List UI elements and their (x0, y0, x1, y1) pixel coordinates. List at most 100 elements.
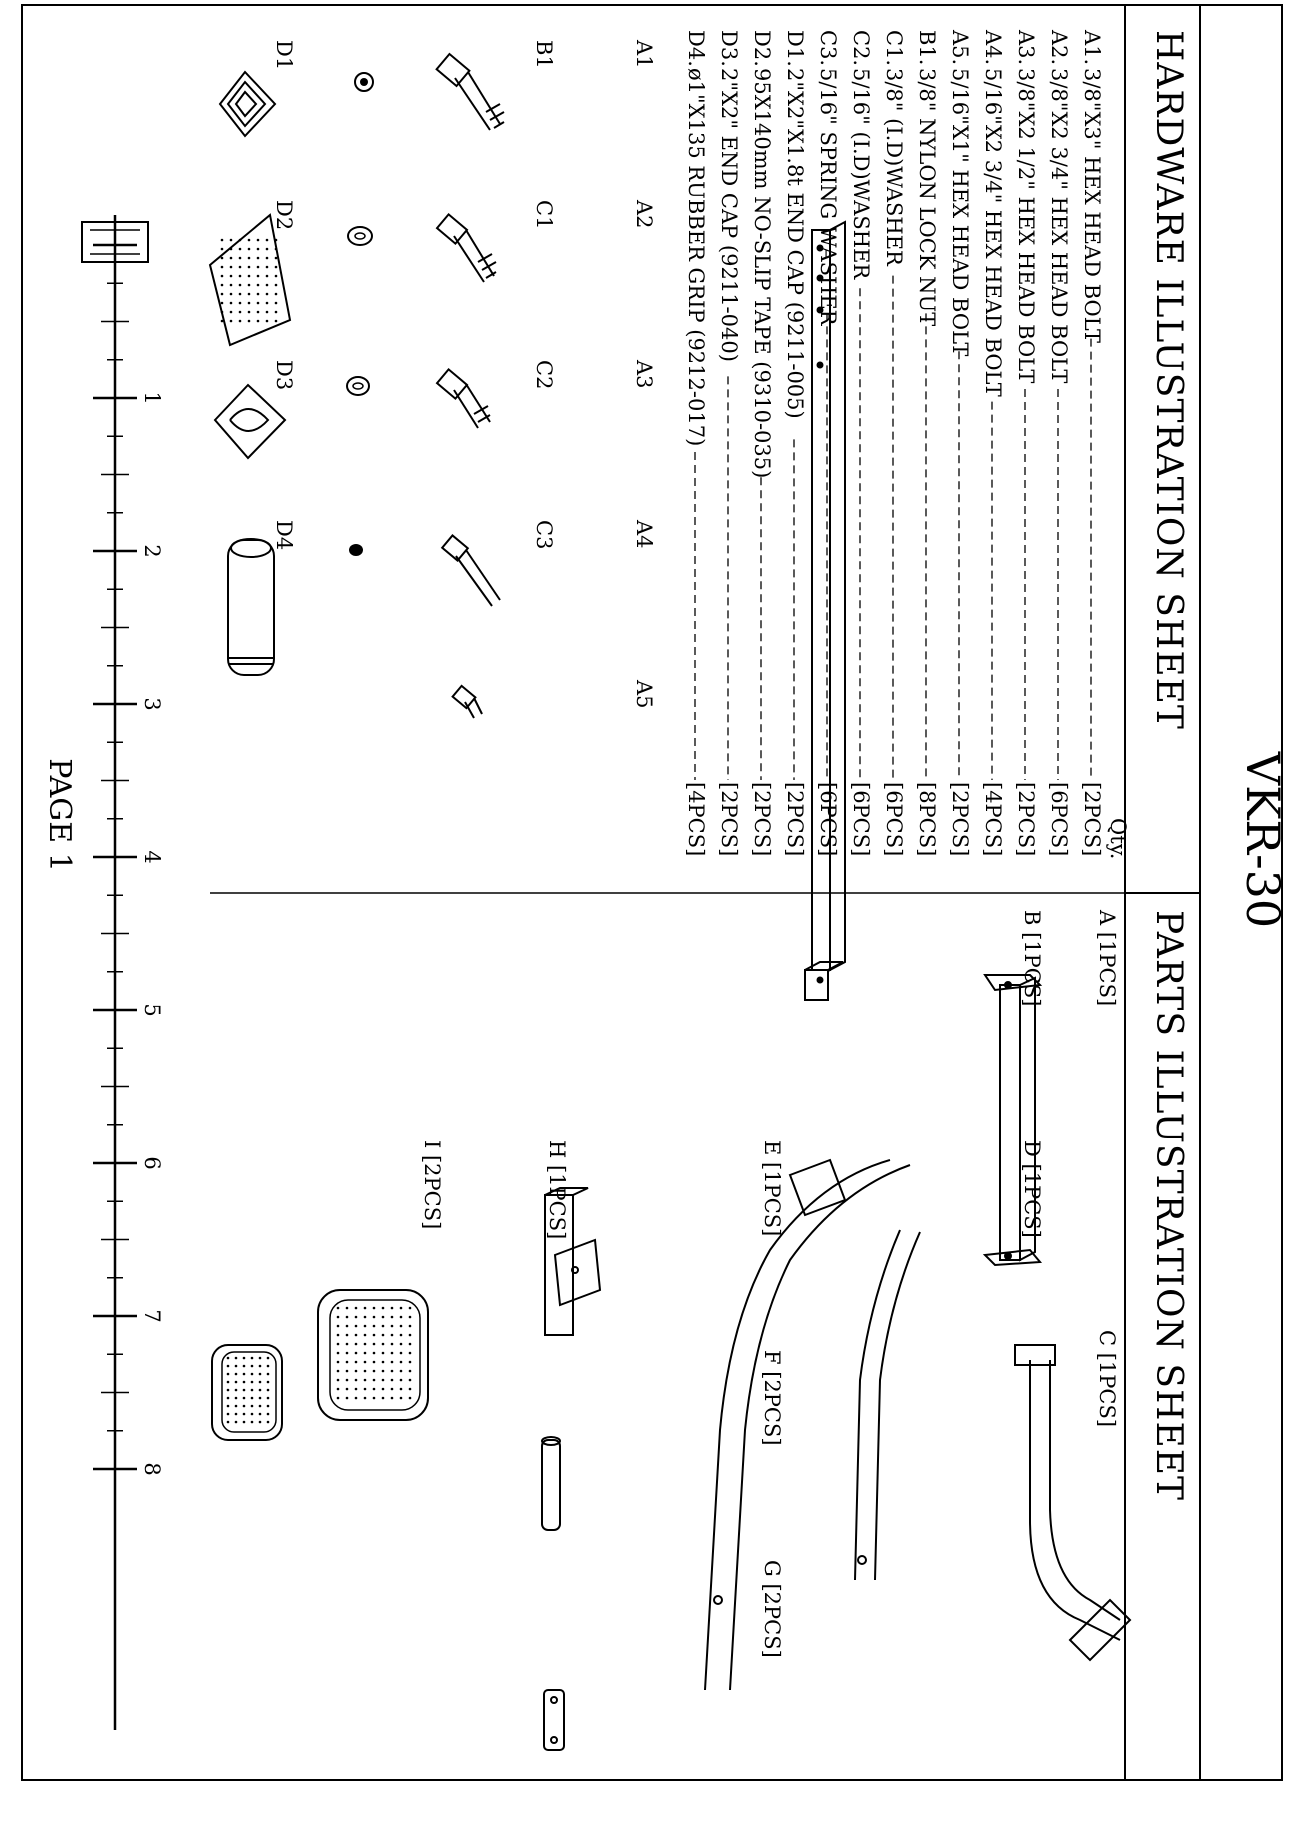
texture-dot (408, 1342, 412, 1346)
texture-dot (381, 1378, 385, 1382)
hardware-qty: [2PCS] (783, 782, 807, 856)
hardware-qty: [8PCS] (915, 782, 939, 856)
hardware-item-label: A2 (632, 199, 656, 229)
texture-dot (256, 247, 260, 251)
ruler-number: 4 (140, 850, 164, 863)
texture-dot (238, 238, 242, 242)
hardware-qty: [4PCS] (981, 782, 1005, 856)
texture-dot (238, 265, 242, 269)
part-label: G [2PCS] (760, 1560, 784, 1658)
sheet-border (21, 4, 1283, 1781)
texture-dot (242, 1364, 246, 1368)
texture-dot (363, 1396, 367, 1400)
ruler-number: 1 (140, 391, 164, 404)
texture-dot (265, 310, 269, 314)
texture-dot (372, 1387, 376, 1391)
part-f-drawing (541, 1436, 561, 1531)
part-label: E [1PCS] (760, 1140, 784, 1236)
hardware-code: A2. (1047, 29, 1071, 65)
hardware-code: C2. (849, 30, 873, 66)
part-g-drawing (543, 1689, 565, 1751)
parts-labels: A [1PCS]B [1PCS]C [1PCS]D [1PCS]E [1PCS]… (420, 909, 1119, 1658)
ruler-number: 8 (140, 1462, 164, 1475)
texture-dot (390, 1360, 394, 1364)
bolt-a3-drawing (435, 367, 491, 429)
texture-dot (226, 1364, 230, 1368)
texture-dot (372, 1342, 376, 1346)
texture-dot (265, 238, 269, 242)
texture-dot (238, 301, 242, 305)
part-label: I [2PCS] (420, 1140, 444, 1229)
texture-dot (363, 1333, 367, 1337)
texture-dot (363, 1315, 367, 1319)
texture-dot (345, 1387, 349, 1391)
texture-dot (381, 1324, 385, 1328)
texture-dot (345, 1360, 349, 1364)
texture-dot (266, 1396, 270, 1400)
hardware-code: A4. (981, 29, 1005, 65)
texture-dot (266, 1356, 270, 1360)
texture-dot (265, 301, 269, 305)
model-title: VKR-30 (1236, 751, 1290, 928)
hardware-qty: [4PCS] (684, 782, 708, 856)
hardware-item-label: C3 (532, 520, 556, 549)
texture-dot (372, 1396, 376, 1400)
texture-dot (226, 1372, 230, 1376)
texture-dot (336, 1387, 340, 1391)
texture-dot (399, 1324, 403, 1328)
texture-dot (363, 1351, 367, 1355)
texture-dot (363, 1369, 367, 1373)
texture-dot (229, 292, 233, 296)
texture-dot (390, 1369, 394, 1373)
rubber-grip-d4-drawing (227, 538, 275, 676)
texture-dot (399, 1360, 403, 1364)
texture-dot (256, 301, 260, 305)
texture-dot (238, 310, 242, 314)
texture-dot (274, 256, 278, 260)
hardware-qty: [6PCS] (882, 782, 906, 856)
texture-dot (247, 301, 251, 305)
texture-dot (372, 1378, 376, 1382)
texture-dot (226, 1396, 230, 1400)
texture-dot (345, 1315, 349, 1319)
texture-dot (336, 1396, 340, 1400)
page-label: PAGE 1 (42, 758, 77, 872)
texture-dot (266, 1388, 270, 1392)
texture-dot (250, 1404, 254, 1408)
texture-dot (336, 1324, 340, 1328)
texture-dot (399, 1342, 403, 1346)
texture-dot (345, 1342, 349, 1346)
texture-dot (372, 1360, 376, 1364)
hardware-qty: [6PCS] (1047, 782, 1071, 856)
texture-dot (234, 1388, 238, 1392)
hardware-description: 5/16" (I.D)WASHER (849, 68, 873, 280)
texture-dot (363, 1387, 367, 1391)
texture-dot (250, 1356, 254, 1360)
hardware-heading: HARDWARE ILLUSTRATION SHEET (1148, 30, 1189, 730)
texture-dot (238, 319, 242, 323)
texture-dot (363, 1360, 367, 1364)
washer-c1-drawing (347, 226, 373, 246)
texture-dot (354, 1315, 358, 1319)
texture-dot (247, 319, 251, 323)
texture-dot (399, 1315, 403, 1319)
hardware-description: 3/8" (I.D)WASHER (882, 68, 906, 267)
hardware-description: 5/16"X1" HEX HEAD BOLT (948, 68, 972, 356)
part-label: A [1PCS] (1095, 909, 1119, 1006)
texture-dot (354, 1387, 358, 1391)
hardware-description: 3/8"X2 1/2" HEX HEAD BOLT (1014, 68, 1038, 383)
texture-dot (390, 1306, 394, 1310)
texture-dot (234, 1412, 238, 1416)
texture-dot (274, 283, 278, 287)
part-a-drawing (982, 974, 1043, 1267)
texture-dot (220, 319, 224, 323)
part-label: C [1PCS] (1095, 1330, 1119, 1427)
texture-dot (266, 1420, 270, 1424)
texture-dot (220, 265, 224, 269)
hardware-item-label: D4 (272, 520, 296, 550)
hardware-code: C3. (816, 30, 840, 66)
texture-dot (238, 256, 242, 260)
texture-dot (390, 1333, 394, 1337)
hardware-item-label: C2 (532, 360, 556, 389)
